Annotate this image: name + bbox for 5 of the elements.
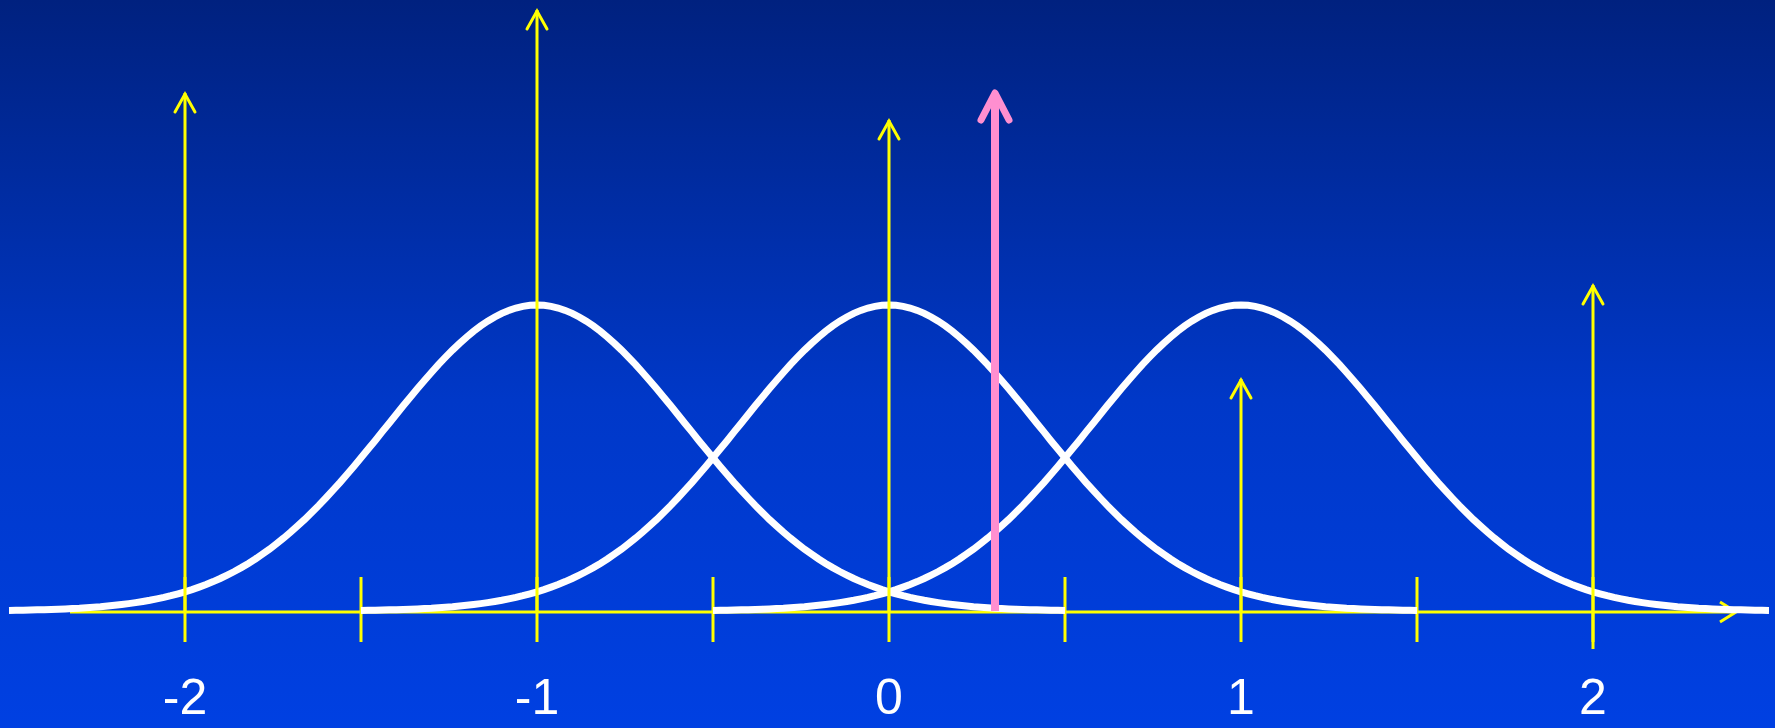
tick-label: -1 bbox=[514, 672, 560, 722]
tick-label: 0 bbox=[875, 672, 903, 722]
tick-label: 2 bbox=[1579, 672, 1607, 722]
tick-label: 1 bbox=[1227, 672, 1255, 722]
tick-label: -2 bbox=[162, 672, 208, 722]
